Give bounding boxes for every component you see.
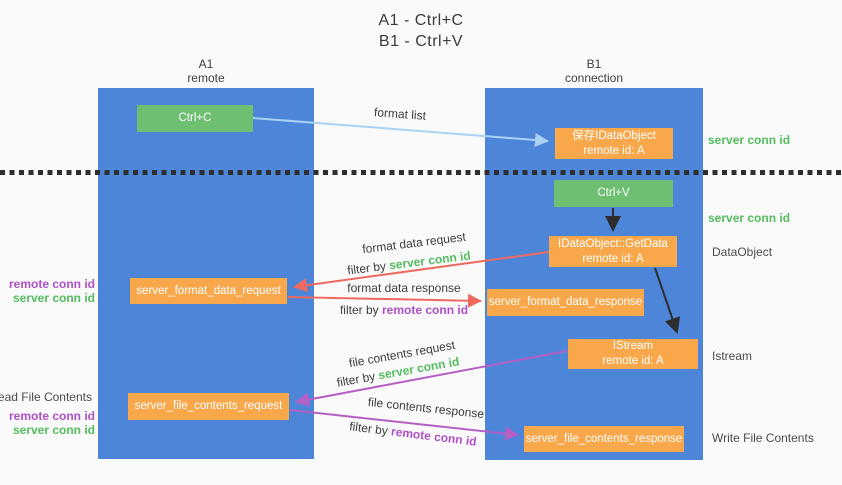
filter-by-text: filter by (346, 258, 387, 278)
filter-by-text: filter by (339, 303, 379, 317)
format-data-response-arrow (287, 293, 482, 308)
title-line-1: A1 - Ctrl+C (378, 12, 464, 29)
format-data-response-label: format data response (347, 281, 461, 295)
getdata-line2: remote id: A (582, 252, 644, 265)
server-conn-id-key: server conn id (388, 248, 472, 273)
save-idataobject-line1: 保存IDataObject (572, 129, 656, 142)
annotation-server-conn-id-top: server conn id (708, 133, 791, 147)
ctrl-v-node: Ctrl+V (554, 180, 673, 207)
annotation-read-file-contents: Read File Contents (0, 390, 92, 404)
istream-node: IStream remote id: A (568, 339, 698, 369)
file-contents-response-filter-label: filter by remote conn id (349, 419, 478, 449)
ctrl-v-label: Ctrl+V (597, 187, 630, 200)
filter-by-text: filter by (335, 369, 377, 390)
format-list-label: format list (373, 105, 427, 123)
getdata-node: IDataObject::GetData remote id: A (549, 236, 677, 267)
ctrl-c-label: Ctrl+C (178, 112, 212, 125)
format-request-label: server_format_data_request (136, 284, 281, 297)
file-request-node: server_file_contents_request (128, 393, 289, 420)
save-idataobject-line2: remote id: A (583, 144, 645, 157)
annotation-dataobject: DataObject (712, 245, 773, 259)
lifeline-left-name: A1 (198, 57, 214, 71)
getdata-line1: IDataObject::GetData (558, 237, 668, 250)
annotation-remote-conn-id-top: remote conn id (8, 277, 95, 291)
file-contents-response-label: file contents response (367, 394, 485, 422)
annotation-remote-conn-id-bottom: remote conn id (8, 409, 95, 423)
lifeline-left-role: remote (187, 71, 225, 85)
title-line-2: B1 - Ctrl+V (378, 33, 464, 50)
format-data-response-filter-label: filter by remote conn id (340, 303, 468, 317)
diagram-title: A1 - Ctrl+C B1 - Ctrl+V (0, 10, 842, 52)
file-response-label: server_file_contents_response (525, 432, 683, 445)
file-response-node: server_file_contents_response (524, 426, 684, 452)
remote-conn-id-key: remote conn id (390, 424, 478, 449)
filter-by-text: filter by (348, 419, 389, 438)
remote-conn-id-key: remote conn id (382, 303, 469, 317)
format-response-node: server_format_data_response (487, 289, 644, 316)
session-divider-dotted-line (0, 170, 842, 175)
format-response-label: server_format_data_response (488, 296, 643, 309)
annotation-write-file-contents: Write File Contents (712, 431, 814, 445)
save-idataobject-node: 保存IDataObject remote id: A (555, 128, 673, 159)
istream-line1: IStream (612, 340, 654, 353)
annotation-server-conn-id-left-bottom: server conn id (12, 423, 95, 437)
annotation-server-conn-id-left-top: server conn id (12, 291, 95, 305)
annotation-istream: Istream (712, 349, 753, 363)
file-request-label: server_file_contents_request (134, 400, 283, 413)
format-request-node: server_format_data_request (130, 278, 287, 304)
lifeline-right-header: B1 connection (485, 57, 703, 85)
lifeline-right-name: B1 (586, 57, 602, 71)
annotation-server-conn-id-mid: server conn id (708, 211, 791, 225)
lifeline-right-role: connection (564, 71, 624, 85)
ctrl-c-node: Ctrl+C (137, 105, 253, 132)
istream-line2: remote id: A (602, 355, 664, 367)
lifeline-left-header: A1 remote (98, 57, 314, 85)
